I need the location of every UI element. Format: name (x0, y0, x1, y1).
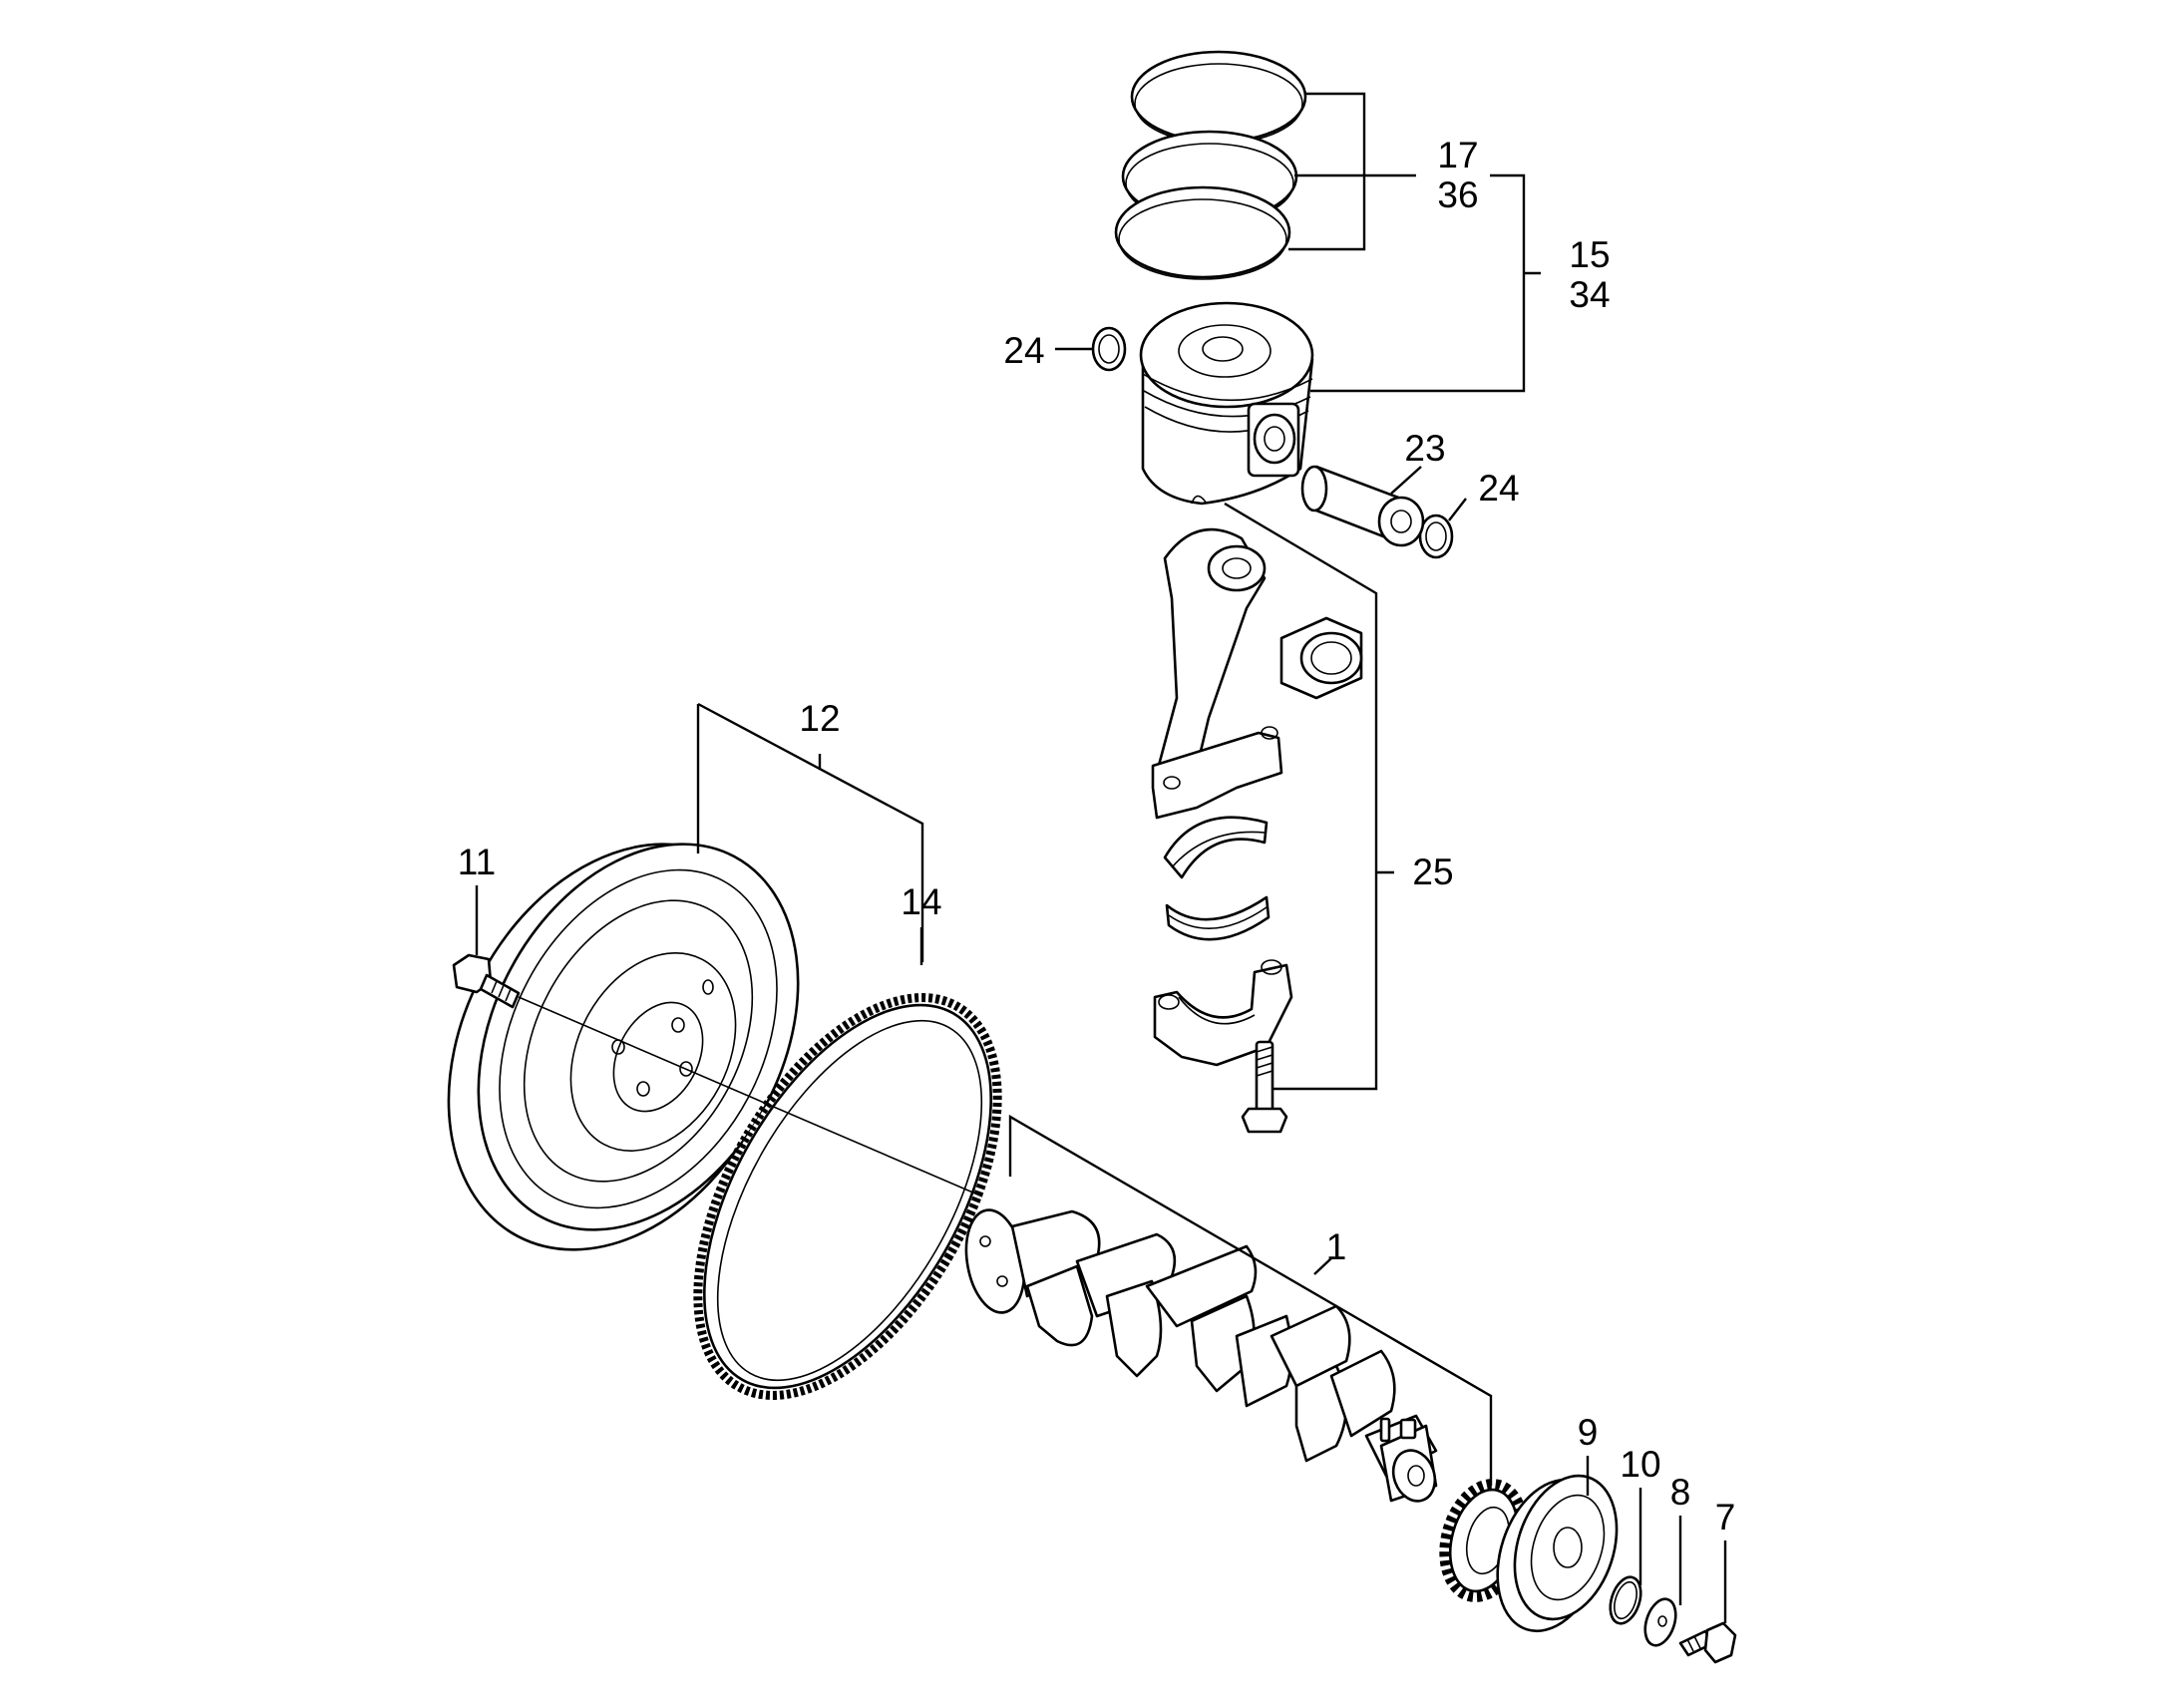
snap-ring-right (1418, 513, 1454, 559)
crank-pulley (1496, 1474, 1619, 1633)
snap-ring-left (1091, 326, 1127, 372)
callout-24-right: 24 (1478, 468, 1519, 509)
connecting-rod (1151, 527, 1283, 820)
callout-24-left: 24 (1003, 330, 1044, 371)
o-ring (1609, 1575, 1642, 1625)
rod-bolt (1241, 1040, 1288, 1134)
washer (1643, 1597, 1677, 1647)
callout-34: 34 (1569, 274, 1610, 315)
callout-23: 23 (1404, 428, 1445, 469)
rod-cap (1153, 959, 1293, 1067)
callout-labels: 17 36 15 34 24 23 24 25 12 14 11 1 9 10 … (458, 135, 1736, 1537)
piston-rings (1114, 50, 1307, 280)
callout-17: 17 (1437, 135, 1478, 175)
callout-12: 12 (799, 698, 840, 739)
small-end-bushing (1279, 616, 1363, 700)
callout-11: 11 (458, 842, 496, 882)
callout-14: 14 (901, 881, 941, 922)
leader-lines (475, 92, 1727, 1623)
flywheel (447, 843, 800, 1251)
callout-7: 7 (1715, 1497, 1736, 1537)
bearing-shell-upper (1163, 816, 1269, 879)
callout-8: 8 (1670, 1472, 1691, 1513)
bearing-shell-lower (1165, 895, 1271, 941)
callout-10: 10 (1620, 1444, 1660, 1485)
ring-gear (693, 993, 1002, 1400)
pulley-bolt (1678, 1621, 1737, 1664)
callout-9: 9 (1578, 1412, 1599, 1453)
callout-36: 36 (1437, 174, 1478, 215)
flywheel-bolt (452, 953, 521, 1009)
crankshaft (964, 1208, 1438, 1503)
piston-pin (1300, 465, 1425, 547)
callout-25: 25 (1412, 852, 1453, 892)
callout-15: 15 (1569, 234, 1610, 275)
piston (1139, 301, 1314, 506)
callout-1: 1 (1326, 1226, 1347, 1267)
